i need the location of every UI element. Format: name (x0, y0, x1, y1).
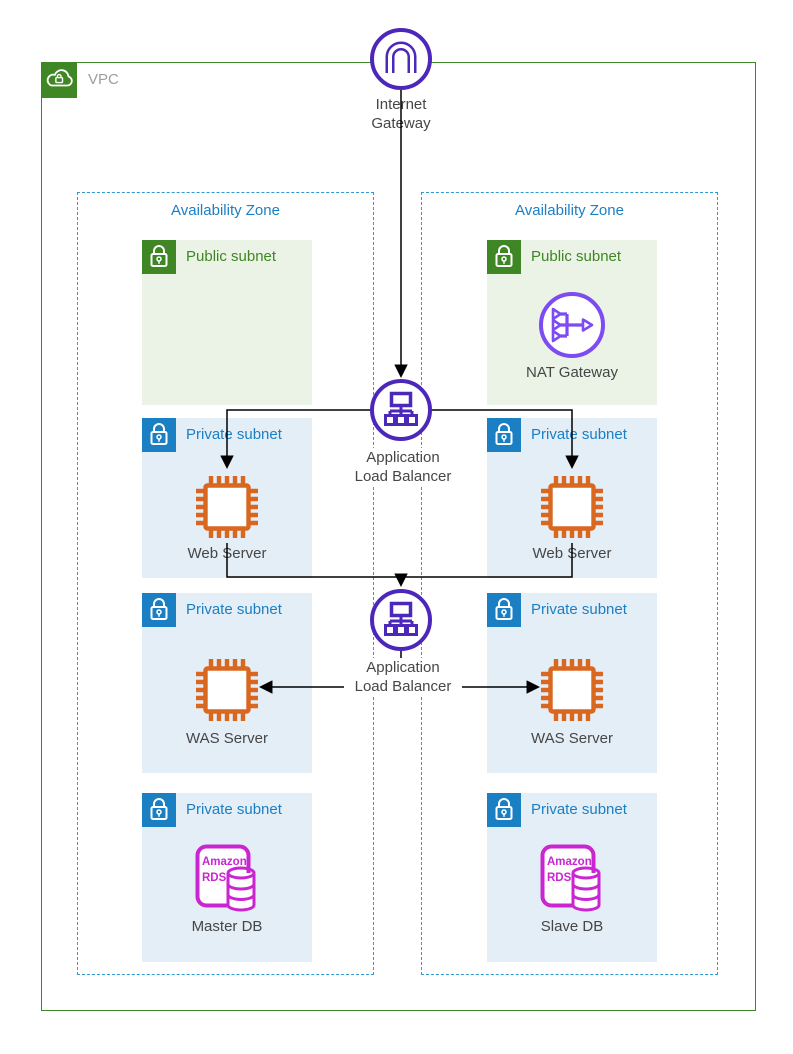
slave-db-rds-icon: Amazon RDS (539, 843, 605, 913)
was-server-right-icon (536, 654, 608, 726)
private-subnet-lock-icon (487, 418, 521, 452)
subnet-label: Private subnet (186, 801, 282, 818)
rds-badge-text: Amazon (202, 856, 247, 868)
vpc-cloud-icon (41, 62, 77, 98)
rds-badge-text: Amazon (547, 856, 592, 868)
alb-web-icon (369, 378, 433, 442)
subnet-label: Private subnet (186, 426, 282, 443)
subnet-label: Private subnet (531, 601, 627, 618)
nat-gateway-icon (538, 291, 606, 359)
web-server-left-icon (191, 471, 263, 543)
web-server-right-icon (536, 471, 608, 543)
master-db-label: Master DB (191, 918, 263, 935)
was-server-right-label: WAS Server (531, 730, 613, 747)
web-server-left-label: Web Server (187, 545, 267, 562)
private-subnet-lock-icon (142, 593, 176, 627)
vpc-label: VPC (88, 71, 119, 88)
subnet-label: Public subnet (186, 248, 277, 265)
web-server-right-label: Web Server (532, 545, 612, 562)
availability-zone-label: Availability Zone (171, 202, 280, 219)
private-subnet-lock-icon (142, 793, 176, 827)
availability-zone-right: Availability Zone (421, 192, 718, 975)
private-subnet-lock-icon (487, 793, 521, 827)
internet-gateway-icon (369, 27, 433, 91)
public-subnet-lock-icon (142, 240, 176, 274)
was-server-left-label: WAS Server (186, 730, 268, 747)
subnet-label: Public subnet (531, 248, 622, 265)
rds-badge-text: RDS (547, 872, 572, 884)
subnet-private-was-right: Private subnet (487, 593, 657, 773)
public-subnet-lock-icon (487, 240, 521, 274)
was-server-left-icon (191, 654, 263, 726)
subnet-public-left: Public subnet (142, 240, 312, 405)
subnet-label: Private subnet (531, 426, 627, 443)
slave-db-label: Slave DB (540, 918, 604, 935)
rds-badge-text: RDS (202, 872, 227, 884)
alb-was-icon (369, 588, 433, 652)
private-subnet-lock-icon (142, 418, 176, 452)
master-db-rds-icon: Amazon RDS (194, 843, 260, 913)
subnet-label: Private subnet (186, 601, 282, 618)
availability-zone-label: Availability Zone (515, 202, 624, 219)
subnet-label: Private subnet (531, 801, 627, 818)
private-subnet-lock-icon (487, 593, 521, 627)
nat-gateway-label: NAT Gateway (526, 364, 618, 381)
